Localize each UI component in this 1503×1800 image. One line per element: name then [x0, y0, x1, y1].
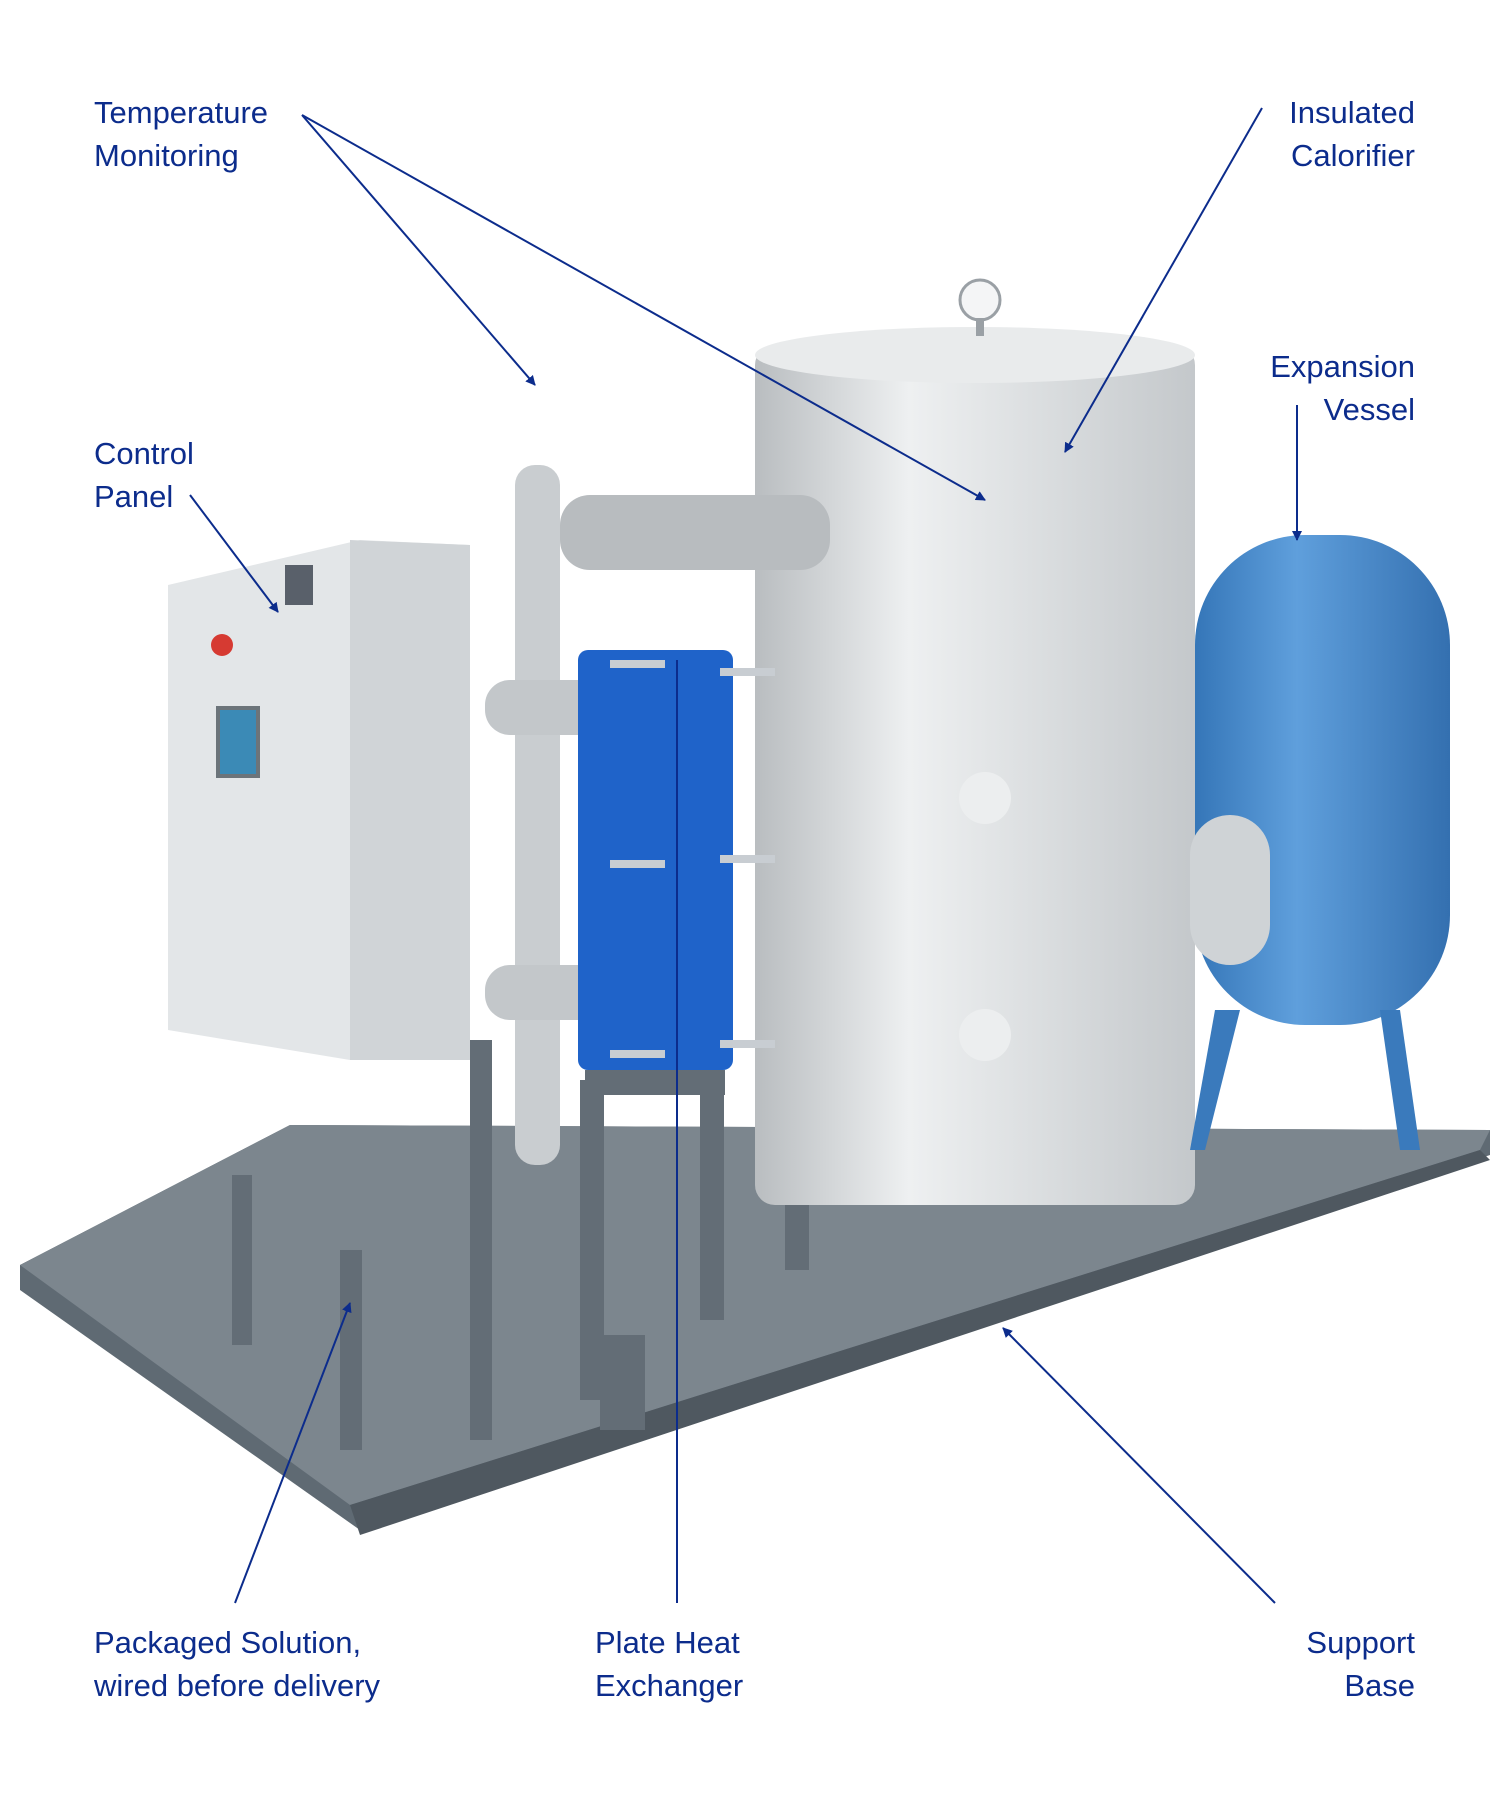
label-line: Insulated — [1289, 95, 1415, 130]
control-panel-cabinet — [168, 540, 470, 1060]
label-plate-heat-exchanger: Plate Heat Exchanger — [595, 1621, 743, 1707]
label-line: Calorifier — [1290, 138, 1415, 173]
label-line: Packaged Solution, — [94, 1625, 362, 1660]
label-line: Support — [1306, 1625, 1415, 1660]
label-line: Control — [94, 436, 194, 471]
support-base — [20, 1125, 1490, 1535]
label-line: Base — [1344, 1668, 1415, 1703]
label-support-base: Support Base — [1306, 1621, 1415, 1707]
plate-heat-exchanger — [578, 650, 775, 1095]
label-line: Panel — [94, 479, 174, 514]
insulated-calorifier — [755, 278, 1195, 1205]
pipework — [485, 465, 830, 1165]
label-packaged-solution: Packaged Solution, wired before delivery — [94, 1621, 380, 1707]
callout-packaged-solution — [234, 1302, 352, 1604]
callout-control-panel — [189, 494, 279, 613]
label-line: Plate Heat — [595, 1625, 740, 1660]
label-insulated-calorifier: Insulated Calorifier — [1289, 91, 1415, 177]
label-expansion-vessel: Expansion Vessel — [1270, 345, 1415, 431]
callout-temperature-1 — [301, 114, 536, 386]
label-line: wired before delivery — [94, 1668, 381, 1703]
label-temperature-monitoring: Temperature Monitoring — [94, 91, 268, 177]
label-line: Exchanger — [595, 1668, 744, 1703]
label-line: Vessel — [1323, 392, 1415, 427]
label-line: Monitoring — [94, 138, 239, 173]
expansion-vessel — [1190, 535, 1450, 1150]
callout-calorifier — [1064, 107, 1263, 453]
label-line: Expansion — [1270, 349, 1415, 384]
callout-temperature-2 — [301, 114, 986, 501]
callout-lines — [189, 107, 1302, 1604]
frame — [232, 980, 809, 1450]
callout-support-base — [1002, 1327, 1276, 1604]
label-line: Temperature — [94, 95, 269, 130]
label-control-panel: Control Panel — [94, 432, 194, 518]
